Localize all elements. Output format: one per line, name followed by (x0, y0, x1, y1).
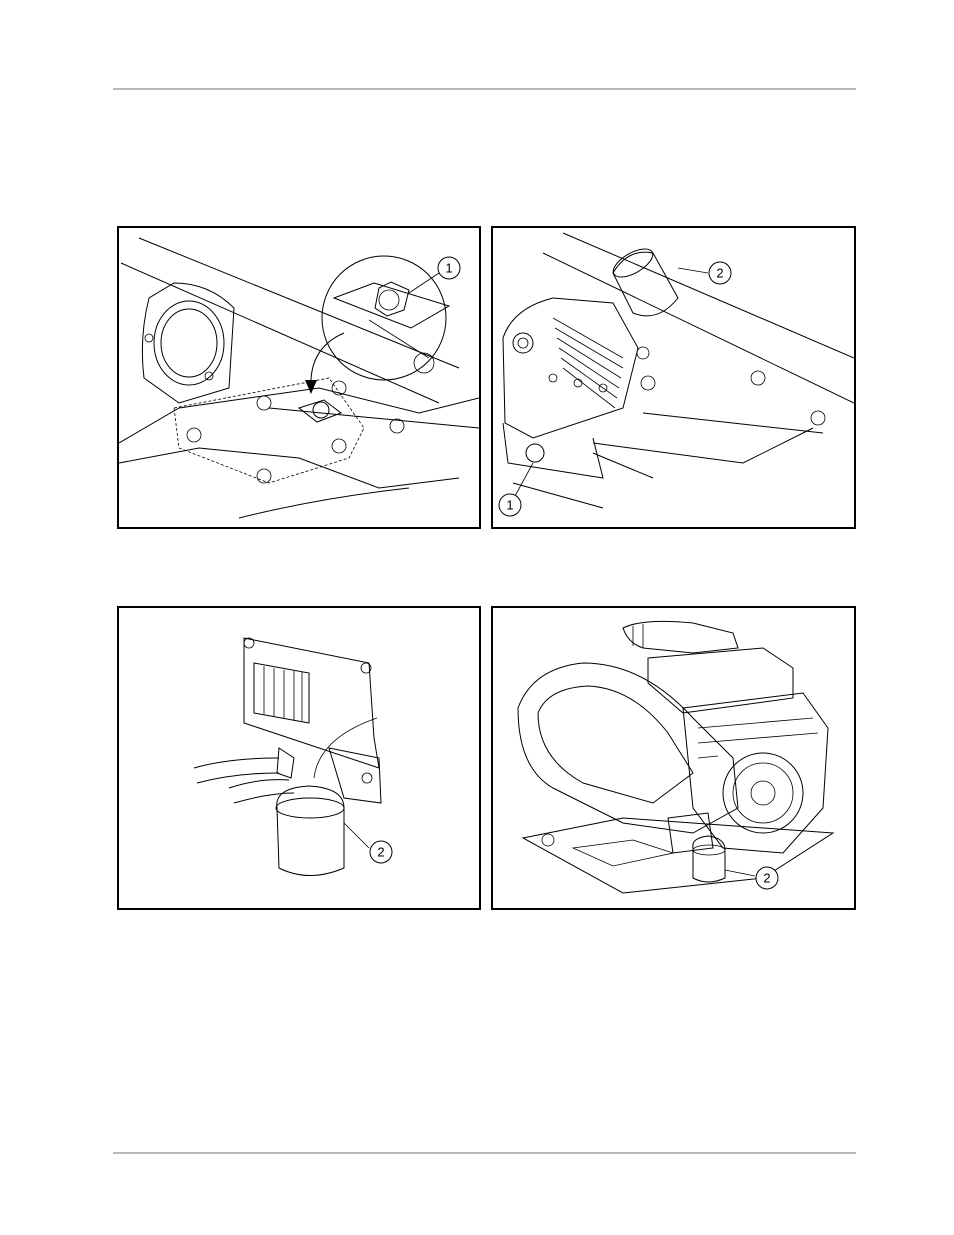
figure-oil-pan-side: 2 1 (491, 226, 856, 529)
drain-plug-illustration: 1 (119, 228, 479, 527)
callout-1-label: 1 (506, 498, 513, 513)
callout-2-label: 2 (377, 845, 384, 860)
callout-1-label: 1 (445, 261, 452, 276)
header-rule (113, 88, 856, 90)
callout-1: 1 (499, 494, 521, 516)
callout-1: 1 (438, 257, 460, 279)
callout-2-label: 2 (763, 871, 770, 886)
callout-2: 2 (756, 867, 778, 889)
callout-2-label: 2 (716, 266, 723, 281)
callout-2: 2 (709, 262, 731, 284)
oil-pan-illustration: 2 1 (493, 228, 854, 527)
oil-filter-illustration: 2 (119, 608, 479, 908)
figure-engine-assembly: 2 (491, 606, 856, 910)
footer-rule (113, 1152, 856, 1154)
engine-assembly-illustration: 2 (493, 608, 854, 908)
figure-oil-filter-closeup: 2 (117, 606, 481, 910)
figure-drain-plug-detail: 1 (117, 226, 481, 529)
callout-2: 2 (370, 841, 392, 863)
